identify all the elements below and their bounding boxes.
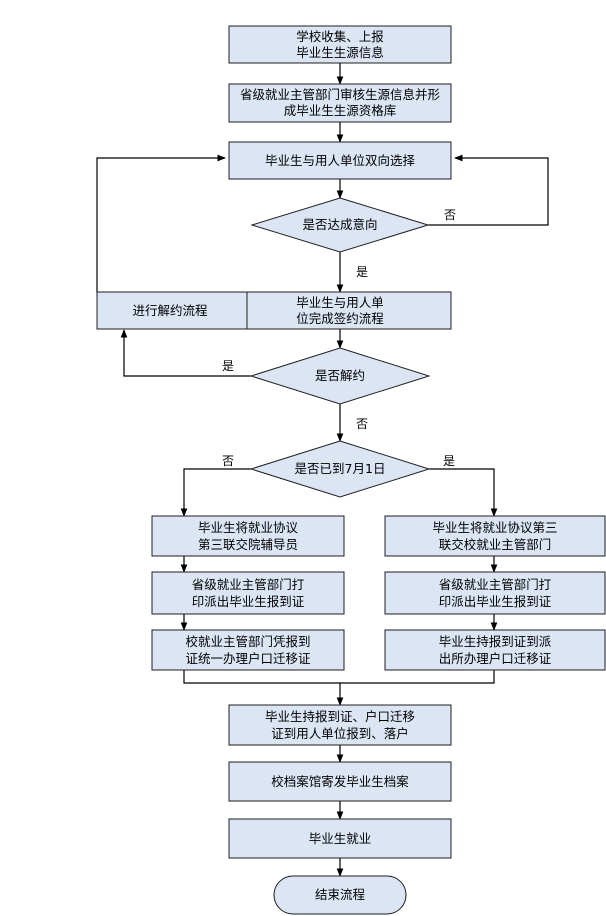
node-s2-line1: 省级就业主管部门审核生源信息并形 <box>240 87 441 102</box>
edge-labels: 否 是 是 否 否 是 <box>222 208 456 468</box>
node-l1-line2: 第三联交院辅导员 <box>198 537 298 552</box>
node-l3-line2: 证统一办理户口迁移证 <box>185 651 311 666</box>
node-r2: 省级就业主管部门打 印派出毕业生报到证 <box>384 571 606 615</box>
node-s4: 毕业生与用人单 位完成签约流程 <box>246 291 452 330</box>
node-r3-line2: 出所办理户口迁移证 <box>439 651 552 666</box>
node-l1: 毕业生将就业协议 第三联交院辅导员 <box>151 515 345 557</box>
node-r1: 毕业生将就业协议第三 联交校就业主管部门 <box>384 515 606 557</box>
arrow-d3-yes <box>429 468 498 517</box>
node-l3-line1: 校就业主管部门凭报到 <box>185 634 310 649</box>
node-r2-line1: 省级就业主管部门打 <box>439 577 552 592</box>
decision-d3-label: 是否已到7月1日 <box>295 461 386 476</box>
arrow-d3-no <box>180 468 251 517</box>
arrow-s5-loop <box>96 154 226 292</box>
merge-line <box>183 670 495 684</box>
node-s5: 进行解约流程 <box>96 291 248 330</box>
decision-d3: 是否已到7月1日 <box>249 440 431 498</box>
label-d3-no: 否 <box>222 454 234 468</box>
label-d1-no: 否 <box>444 208 456 222</box>
node-s6: 毕业生持报到证、户口迁移 证到用人单位报到、落户 <box>228 704 452 746</box>
connectors <box>96 63 549 877</box>
node-s7: 校档案馆寄发毕业生档案 <box>228 761 452 802</box>
node-s1-line1: 学校收集、上报 <box>296 29 384 44</box>
label-d2-yes: 是 <box>222 359 234 373</box>
node-s8: 毕业生就业 <box>228 818 452 859</box>
node-r3: 毕业生持报到证到派 出所办理户口迁移证 <box>384 629 606 671</box>
label-d2-no: 否 <box>356 417 368 431</box>
node-s1-line2: 毕业生生源信息 <box>296 45 384 60</box>
node-end: 结束流程 <box>273 875 407 915</box>
node-s7-label: 校档案馆寄发毕业生档案 <box>271 774 409 789</box>
arrow-d1-no-loop <box>428 154 549 226</box>
node-r1-line2: 联交校就业主管部门 <box>439 537 552 552</box>
node-l2-line1: 省级就业主管部门打 <box>192 577 305 592</box>
decision-d2-label: 是否解约 <box>315 368 365 383</box>
node-s5-label: 进行解约流程 <box>132 303 208 318</box>
node-s6-line2: 证到用人单位报到、落户 <box>271 726 409 741</box>
node-l3: 校就业主管部门凭报到 证统一办理户口迁移证 <box>151 629 345 671</box>
node-s6-line1: 毕业生持报到证、户口迁移 <box>265 709 415 724</box>
label-d1-yes: 是 <box>356 265 368 279</box>
decision-d1-label: 是否达成意向 <box>302 217 377 232</box>
node-s3: 毕业生与用人单位双向选择 <box>228 141 452 180</box>
node-r3-line1: 毕业生持报到证到派 <box>439 634 552 649</box>
node-s4-line2: 位完成签约流程 <box>296 311 384 326</box>
node-r2-line2: 印派出毕业生报到证 <box>439 594 552 609</box>
node-s3-label: 毕业生与用人单位双向选择 <box>265 153 416 168</box>
node-end-label: 结束流程 <box>315 887 366 902</box>
decision-d1: 是否达成意向 <box>250 197 430 253</box>
node-l1-line1: 毕业生将就业协议 <box>198 520 299 535</box>
arrow-d2-yes <box>120 329 251 377</box>
node-s8-label: 毕业生就业 <box>309 831 372 846</box>
node-s2: 省级就业主管部门审核生源信息并形 成毕业生生源资格库 <box>228 83 452 123</box>
node-l2-line2: 印派出毕业生报到证 <box>192 594 305 609</box>
node-l2: 省级就业主管部门打 印派出毕业生报到证 <box>151 571 345 615</box>
node-s1: 学校收集、上报 毕业生生源信息 <box>228 25 452 64</box>
node-r1-line1: 毕业生将就业协议第三 <box>432 520 557 535</box>
node-s2-line2: 成毕业生生源资格库 <box>284 103 397 118</box>
decision-d2: 是否解约 <box>249 347 431 405</box>
node-s4-line1: 毕业生与用人单 <box>296 295 384 310</box>
label-d3-yes: 是 <box>443 454 455 468</box>
